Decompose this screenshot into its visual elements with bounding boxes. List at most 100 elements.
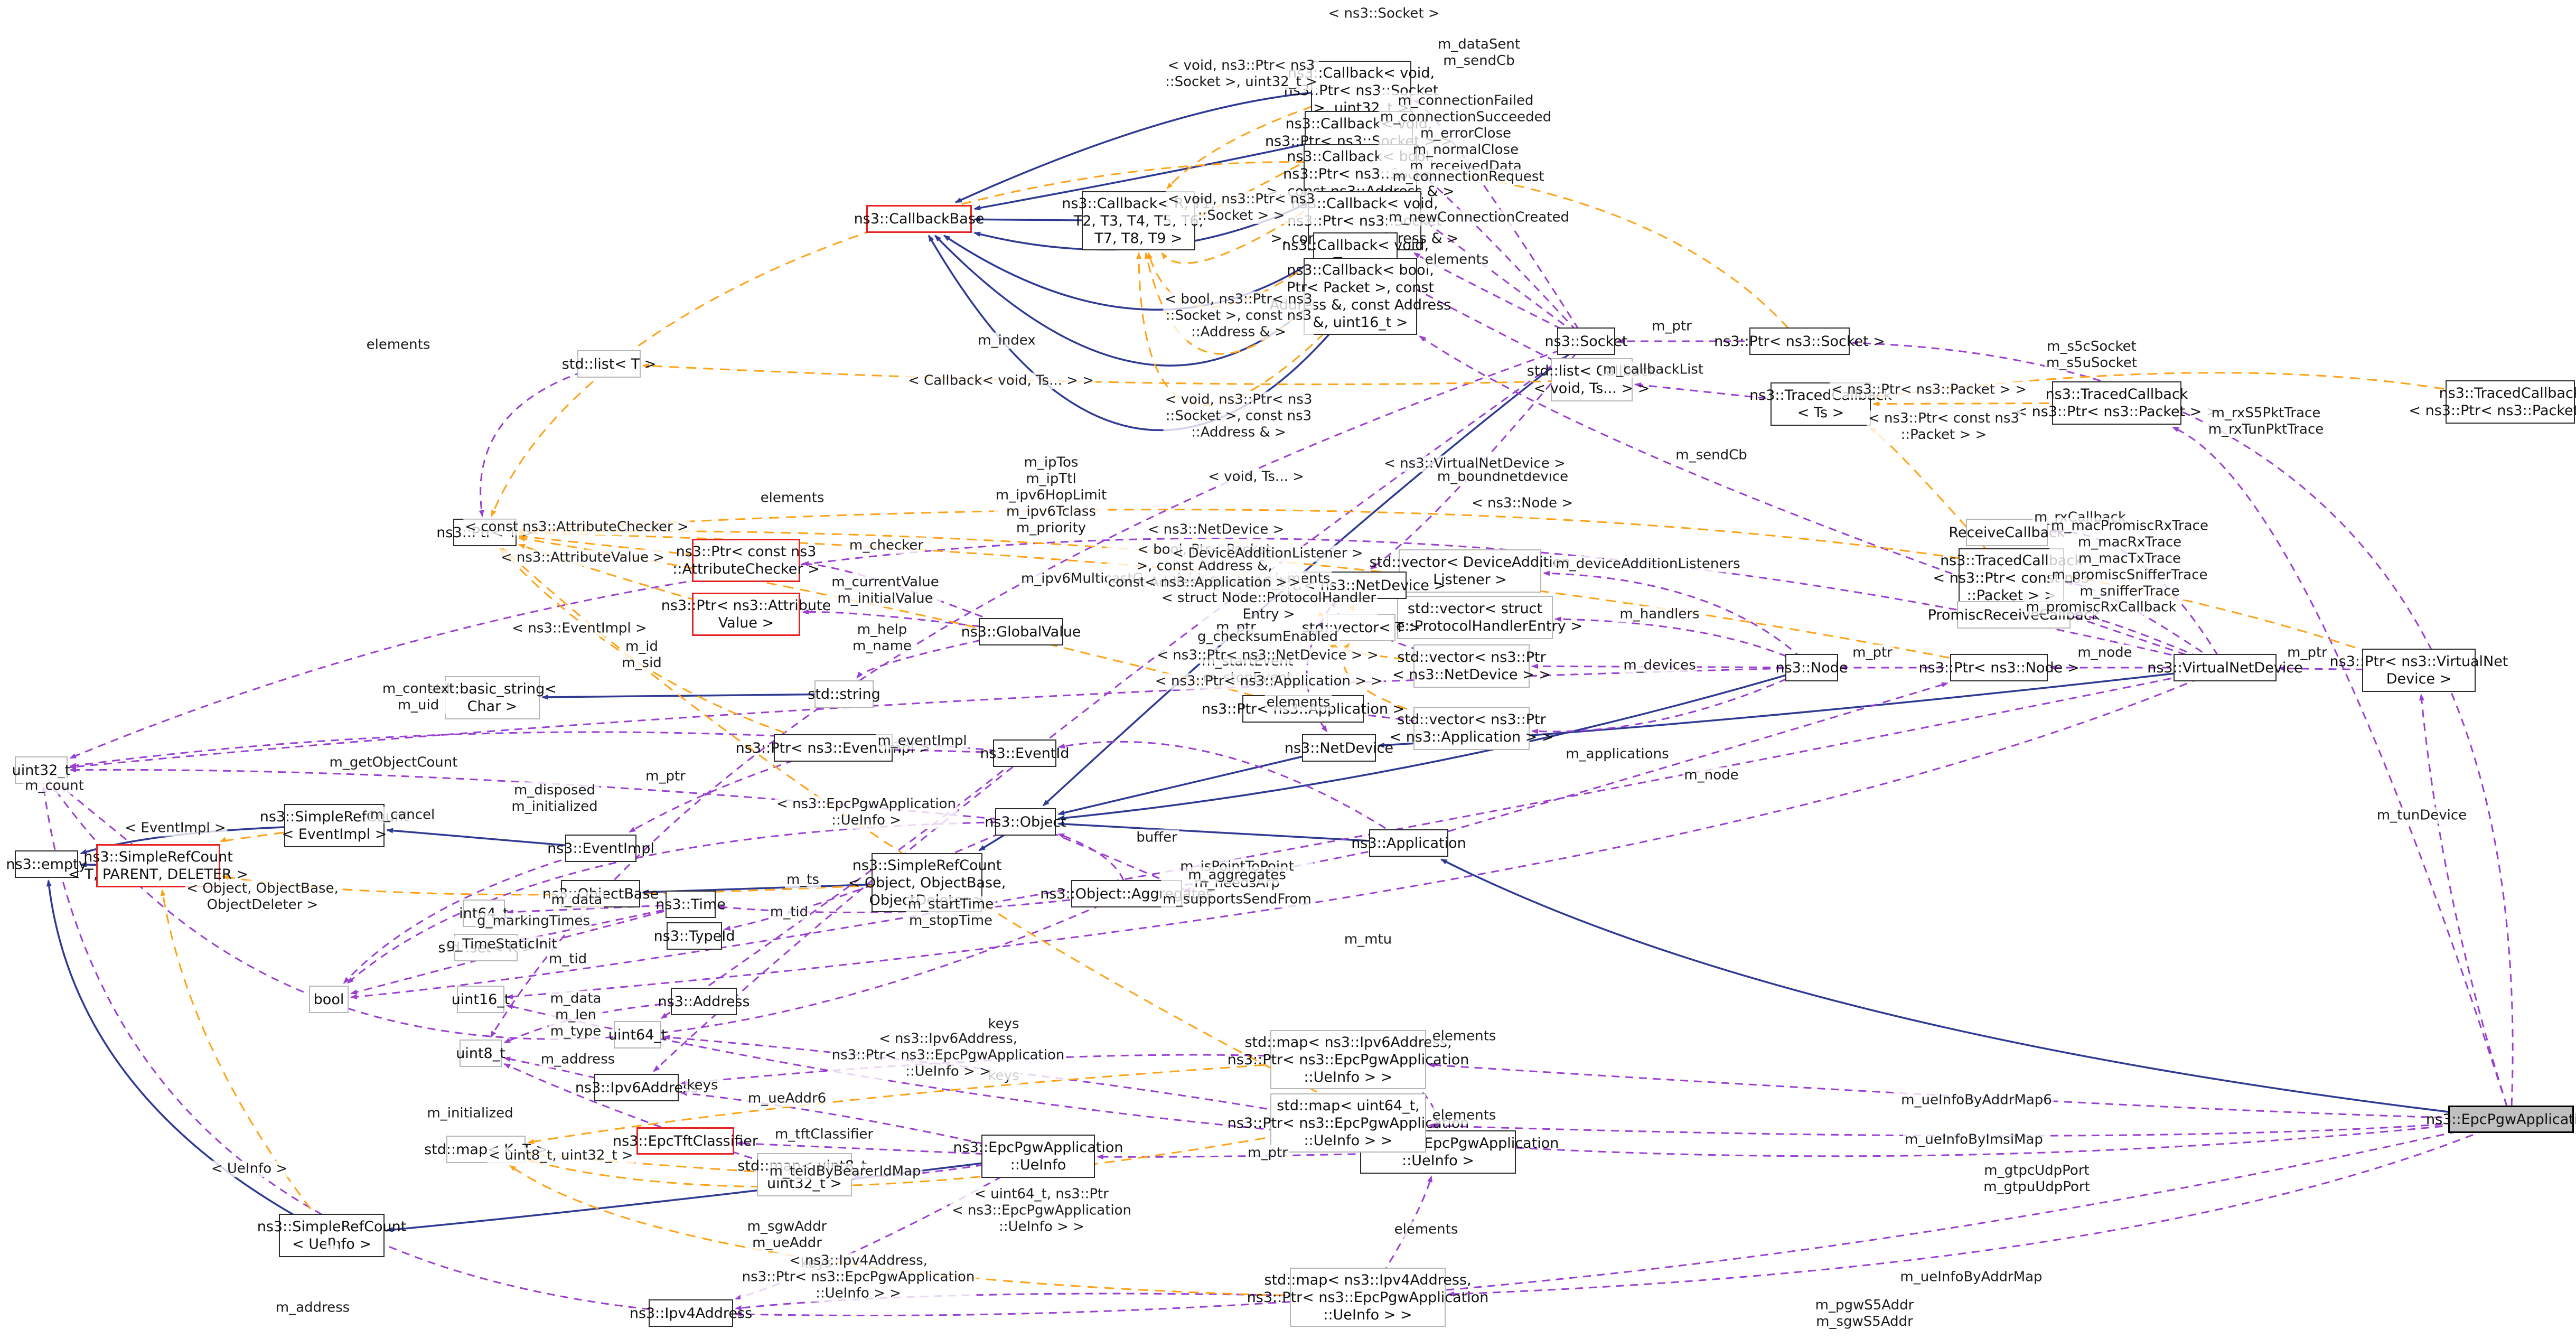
edge-ueinfo-tft	[736, 1140, 1038, 1157]
edge-label-m_newConnectionCreated: m_newConnectionCreated	[1387, 209, 1571, 226]
edge-uint8map-uint8	[503, 1063, 805, 1176]
class-node-map6[interactable]: std::map< ns3::Ipv6Address,ns3::Ptr< ns3…	[1228, 1030, 1469, 1089]
edge-label-m_teidByBearerIdMap: m_teidByBearerIdMap	[767, 1163, 923, 1180]
edge-label-m_ueInfoByImsiMap: m_ueInfoByImsiMap	[1903, 1131, 2045, 1148]
class-node-tc_cpkt[interactable]: ns3::TracedCallback< ns3::Ptr< const ns3…	[1933, 548, 2090, 607]
edge-label-keys: keys	[685, 1077, 720, 1094]
class-node-eventimpl[interactable]: ns3::EventImpl	[547, 835, 654, 862]
edge-label-elements: elements	[1423, 251, 1491, 268]
floating-label-m_initialized: m_initialized	[425, 1105, 515, 1122]
floating-label-g_checksumEnabled: g_checksumEnabled	[1195, 629, 1340, 645]
class-node-empty[interactable]: ns3::empty	[6, 850, 87, 878]
edge-label--ns3-Ipv4Address-: < ns3::Ipv4Address,ns3::Ptr< ns3::EpcPgw…	[740, 1252, 977, 1302]
class-node-ptr_node[interactable]: ns3::Ptr< ns3::Node >	[1919, 654, 2079, 681]
edge-label-m_ueInfoByAddrMap6: m_ueInfoByAddrMap6	[1899, 1092, 2054, 1109]
edge-label-m_ueAddr6: m_ueAddr6	[746, 1090, 828, 1107]
class-node-node[interactable]: ns3::Node	[1775, 654, 1848, 681]
edge-label-m_aggregates: m_aggregates	[1186, 867, 1288, 884]
edge-application-object	[1057, 821, 1409, 844]
class-node-application[interactable]: ns3::Application	[1351, 829, 1466, 857]
class-node-vec_nd[interactable]: std::vector< ns3::Ptr< ns3::NetDevice > …	[1392, 644, 1551, 688]
edge-label--ns3-Ptr-ns3-NetDevice-: < ns3::Ptr< ns3::NetDevice > >	[1155, 647, 1380, 664]
class-node-callbackbase[interactable]: ns3::CallbackBase	[854, 205, 984, 233]
edge-label--const-ns3-AttributeChecker-: < const ns3::AttributeChecker >	[463, 519, 690, 536]
class-node-mainnode[interactable]: ns3::EpcPgwApplication	[2426, 1106, 2576, 1133]
class-node-cb_pkt16[interactable]: ns3::Callback< bool,Ptr< Packet >, const…	[1270, 258, 1451, 335]
class-node-tc_pkt2[interactable]: ns3::TracedCallback< ns3::Ptr< ns3::Pack…	[2409, 380, 2576, 424]
class-node-eventid[interactable]: ns3::EventId	[980, 739, 1070, 767]
class-node-typeid[interactable]: ns3::TypeId	[654, 922, 735, 950]
class-node-globalvalue[interactable]: ns3::GlobalValue	[961, 618, 1081, 645]
class-node-netdevice[interactable]: ns3::NetDevice	[1285, 734, 1393, 762]
edge-label--DeviceAdditionListener-: < DeviceAdditionListener >	[1170, 545, 1365, 562]
edge-label-elements: elements	[1392, 1221, 1460, 1238]
edge-tc_cpkt-tc_ts	[1869, 427, 2012, 578]
class-node-basicstring[interactable]: std::basic_string<Char >	[428, 676, 557, 719]
class-node-stdlist_t[interactable]: std::list< T >	[562, 350, 656, 378]
class-node-vec_app[interactable]: std::vector< ns3::Ptr< ns3::Application …	[1389, 707, 1554, 750]
class-node-uint64[interactable]: uint64_t	[608, 1021, 667, 1048]
class-node-socket[interactable]: ns3::Socket	[1545, 327, 1627, 355]
edge-ptr_eventimpl-ptr_t	[499, 548, 833, 749]
class-node-map4[interactable]: std::map< ns3::Ipv4Address,ns3::Ptr< ns3…	[1247, 1268, 1488, 1327]
class-node-ptr_socket[interactable]: ns3::Ptr< ns3::Socket >	[1714, 327, 1885, 355]
edge-socket-cb_bool_addr	[1403, 205, 1587, 342]
edge-label-m_applications: m_applications	[1564, 746, 1671, 763]
edge-label--UeInfo-: < UeInfo >	[209, 1160, 289, 1177]
class-node-cblist[interactable]: std::list< Callback< void, Ts... > >	[1527, 358, 1656, 401]
edge-vnd-uint16	[506, 667, 2226, 999]
edge-label-m_address: m_address	[539, 1051, 617, 1068]
edge-label-elements: elements	[1430, 1028, 1498, 1045]
edge-label--void-Ts-: < void, Ts... >	[1206, 469, 1306, 485]
edge-label-m_sendCb: m_sendCb	[1674, 447, 1749, 464]
edge-node-vec_dal	[1543, 570, 1813, 669]
edge-application-eventid	[1058, 741, 1409, 844]
class-node-stdstring[interactable]: std::string	[808, 680, 880, 708]
class-node-tc_pkt[interactable]: ns3::TracedCallback< ns3::Ptr< ns3::Pack…	[2015, 381, 2218, 425]
edge-label-m_node: m_node	[2076, 644, 2134, 661]
edge-label-m_mtu: m_mtu	[1342, 931, 1394, 948]
edge-application-ptr_node	[1408, 682, 1949, 844]
class-node-address[interactable]: ns3::Address	[658, 988, 750, 1015]
edge-label-m_ptr: m_ptr	[1246, 1145, 1289, 1162]
class-node-time[interactable]: ns3::Time	[655, 891, 726, 918]
class-node-recv_cb[interactable]: ReceiveCallback	[1949, 519, 2065, 546]
edge-label-m_devices: m_devices	[1622, 657, 1698, 674]
class-node-ipv6addr[interactable]: ns3::Ipv6Address	[575, 1074, 698, 1101]
class-node-object[interactable]: ns3::Object	[985, 808, 1066, 836]
class-node-ptr_eventimpl[interactable]: ns3::Ptr< ns3::EventImpl >	[736, 734, 931, 762]
class-node-src_tpd[interactable]: ns3::SimpleRefCount< T, PARENT, DELETER …	[68, 844, 248, 887]
class-node-ueinfo[interactable]: ns3::EpcPgwApplication::UeInfo	[953, 1135, 1123, 1178]
edge-ptr_socket-ptr_t	[491, 161, 1801, 517]
class-node-uint8[interactable]: uint8_t	[456, 1040, 505, 1067]
edge-netdevice-object	[1057, 747, 1339, 816]
edge-label-buffer: buffer	[1135, 829, 1179, 846]
edge-label--ns3-Node-: < ns3::Node >	[1469, 495, 1575, 512]
edge-mainnode-ptr_socket	[1851, 340, 2514, 1120]
class-node-ptr_checker[interactable]: ns3::Ptr< const ns3::AttributeChecker >	[672, 539, 820, 582]
edge-ueinfo-ipv4addr	[735, 1155, 1039, 1300]
edge-label-m_handlers: m_handlers	[1618, 606, 1701, 623]
edge-label--ns3-EventImpl-: < ns3::EventImpl >	[510, 620, 649, 637]
class-node-tft[interactable]: ns3::EpcTftClassifier	[613, 1127, 758, 1155]
edge-label-elements: elements	[1430, 1107, 1498, 1124]
class-node-vnd[interactable]: ns3::VirtualNetDevice	[2147, 654, 2303, 681]
floating-label-m_tid: m_tid	[547, 951, 589, 968]
edge-map4-ipv4addr	[735, 1293, 1368, 1311]
class-node-mapimsi[interactable]: std::map< uint64_t,ns3::Ptr< ns3::EpcPgw…	[1228, 1093, 1469, 1153]
class-node-uint16[interactable]: uint16_t	[452, 986, 510, 1013]
class-node-bool[interactable]: bool	[309, 986, 349, 1013]
edge-mainnode-tc_pkt	[2171, 426, 2512, 1120]
edge-src_ueinfo-empty	[46, 879, 332, 1237]
class-node-ipv4addr[interactable]: ns3::Ipv4Address	[630, 1299, 752, 1327]
